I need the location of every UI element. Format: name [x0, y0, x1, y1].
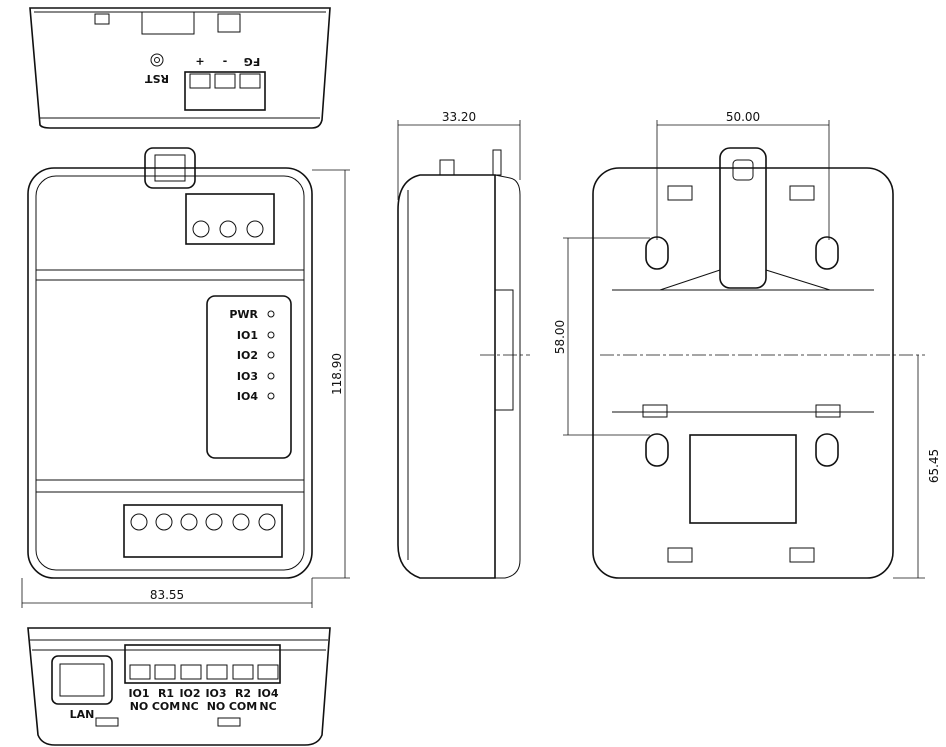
lan-label: LAN: [70, 708, 95, 721]
terminal-sublabel-io2: NC: [181, 700, 198, 713]
reset-label: RST: [145, 72, 169, 85]
back-view: 50.00 58.00 65.45: [553, 110, 941, 579]
mounting-holes: [645, 236, 839, 467]
io-terminal-screws: [130, 513, 276, 531]
led-label-io3: IO3: [237, 370, 258, 383]
dimension-width: 83.55: [150, 588, 184, 602]
lan-port-icon: [51, 655, 113, 705]
terminal-label-io1: IO1: [128, 687, 149, 700]
terminal-slots: [129, 664, 279, 680]
terminal-sublabel-io4: NC: [259, 700, 276, 713]
power-terminal-screws: [192, 220, 264, 238]
terminal-label-minus: -: [223, 55, 228, 68]
top-view: RST + - FG: [29, 7, 331, 129]
led-label-io4: IO4: [237, 390, 258, 403]
dimension-depth: 33.20: [442, 110, 476, 124]
reset-button-icon: [150, 53, 164, 67]
terminal-sublabel-r1: COM: [152, 700, 180, 713]
led-panel: [206, 295, 292, 459]
dimension-hole-spacing-horizontal: 50.00: [726, 110, 760, 124]
led-label-pwr: PWR: [229, 308, 258, 321]
terminal-sublabel-r2: COM: [229, 700, 257, 713]
terminal-label-plus: +: [195, 55, 204, 68]
dimension-height: 118.90: [330, 353, 344, 395]
dimension-center-to-bottom: 65.45: [927, 449, 941, 483]
terminal-label-r2: R2: [235, 687, 251, 700]
terminal-sublabel-io1: NO: [130, 700, 149, 713]
terminal-label-io2: IO2: [179, 687, 200, 700]
led-indicators: [267, 310, 275, 400]
led-label-io1: IO1: [237, 329, 258, 342]
terminal-label-fg: FG: [244, 55, 261, 68]
led-label-io2: IO2: [237, 349, 258, 362]
bottom-view: LAN IO1 NO R1 COM IO2 NC IO3 NO R2 COM I…: [27, 627, 331, 746]
terminal-sublabel-io3: NO: [207, 700, 226, 713]
front-view: PWR IO1 IO2 IO3 IO4 118.90 83.55: [21, 147, 350, 608]
dimension-hole-spacing-vertical: 58.00: [553, 320, 567, 354]
terminal-label-io4: IO4: [257, 687, 278, 700]
side-view: 33.20: [397, 110, 530, 579]
terminal-label-r1: R1: [158, 687, 174, 700]
terminal-label-io3: IO3: [205, 687, 226, 700]
